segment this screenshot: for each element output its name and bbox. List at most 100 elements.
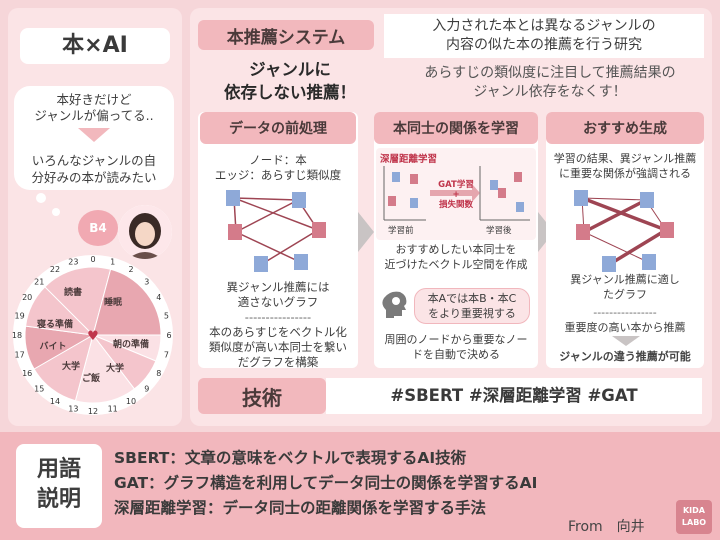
heart-icon: ♥ [87, 329, 99, 344]
thought-dot [52, 208, 60, 216]
clock-number: 22 [50, 265, 60, 274]
catch-desc-line: あらすじの類似度に注目して推薦結果の [424, 65, 676, 81]
before-label: 学習前 [388, 226, 414, 236]
text-line: たグラフ [603, 288, 647, 301]
initial-graph-diagram [226, 190, 326, 272]
thought-bubble: 本Aでは本B・本C をより重要視する [414, 288, 530, 324]
book-icon [388, 172, 524, 212]
preprocess-column [198, 112, 358, 368]
bubble-line: 分好みの本が読みたい [31, 170, 157, 185]
text-line: 本Aでは本B・本C [427, 292, 517, 305]
text-line: おすすめしたい本同士を [395, 243, 517, 256]
text-line: 適さないグラフ [237, 295, 319, 309]
text-line: ノード：本 [249, 153, 307, 167]
chevron-right-icon [358, 212, 374, 252]
description-line: 内容の似た本の推薦を行う研究 [446, 37, 642, 53]
glossary-item: GAT：グラフ構造を利用してデータ同士の関係を学習するAI [114, 474, 538, 492]
schedule-label: バイト [39, 341, 66, 352]
clock-number: 0 [90, 255, 95, 264]
text-line: 用語 [36, 457, 81, 482]
profile-title: 本×AI [20, 28, 170, 64]
clock-number: 21 [34, 277, 44, 286]
clock-number: 8 [156, 369, 161, 378]
catch-desc-line: ジャンル依存をなくす！ [473, 84, 627, 100]
learning-mid-text: おすすめしたい本同士を 近づけたベクトル空間を作成 [374, 243, 538, 272]
metric-learning-label: 深層距離学習 [380, 154, 438, 165]
thought-dot [36, 193, 46, 203]
clock-number: 13 [68, 404, 78, 413]
before-after-plot [383, 166, 530, 221]
schedule-label: 睡眠 [104, 296, 122, 308]
clock-number: 19 [14, 311, 24, 320]
page-title: 本推薦システム [198, 20, 374, 50]
schedule-slice [74, 333, 136, 404]
book-icon [574, 190, 674, 272]
after-label: 学習後 [486, 226, 512, 236]
schedule-label: 寝る準備 [37, 318, 73, 330]
preprocess-top-text: ノード：本 エッジ：あらすじ類似度 [198, 153, 358, 183]
text-line: GAT学習 [438, 180, 474, 190]
lab-logo: KIDA LABO [676, 500, 712, 534]
text-line: 類似度が高い本同士を繋い [209, 340, 347, 354]
separator: ---------------- [593, 306, 657, 319]
learning-bottom-text: 周囲のノードから重要なノー ドを自動で決める [374, 332, 538, 362]
preprocess-bottom-text: 異ジャンル推薦には 適さないグラフ ---------------- 本のあらす… [198, 280, 358, 370]
book-icon [226, 190, 326, 272]
clock-number: 18 [12, 331, 22, 340]
text-line: + [452, 190, 460, 200]
avatar-portrait-icon [118, 205, 172, 259]
description-line: 入力された本とは異なるジャンルの [432, 18, 656, 34]
clock-number: 4 [156, 293, 161, 302]
recommend-result: ジャンルの違う推薦が可能 [559, 350, 691, 363]
tech-tags: #SBERT #深層距離学習 #GAT [326, 378, 702, 414]
text-line: だグラフを構築 [237, 355, 319, 369]
text-line: 周囲のノードから重要なノー [384, 333, 528, 346]
research-description: 入力された本とは異なるジャンルの 内容の似た本の推薦を行う研究 [384, 14, 704, 58]
avatar [118, 205, 172, 259]
clock-number: 3 [144, 277, 149, 286]
author-credit: From 向井 [568, 519, 645, 535]
catch-description: あらすじの類似度に注目して推薦結果の ジャンル依存をなくす！ [392, 64, 708, 102]
catch-line: 依存しない推薦！ [224, 83, 356, 102]
clock-number: 15 [34, 385, 44, 394]
clock-number: 17 [14, 351, 24, 360]
text-line: 異ジャンル推薦には [226, 280, 330, 294]
text-line: 説明 [36, 487, 81, 512]
text-line: 異ジャンル推薦に適し [570, 273, 680, 286]
schedule-slice [25, 286, 95, 336]
text-line: ドを自動で決める [412, 348, 500, 361]
clock-number: 5 [164, 311, 169, 320]
bubble-text: 本好きだけど ジャンルが偏ってる.. [14, 92, 174, 124]
clock-number: 23 [68, 258, 78, 267]
glossary-terms: SBERT：文章の意味をベクトルで表現するAI技術 GAT：グラフ構造を利用して… [114, 446, 674, 521]
text-line: 重要度の高い本から推薦 [564, 321, 686, 334]
grade-badge: B4 [78, 210, 118, 246]
preprocess-title: データの前処理 [200, 112, 356, 144]
text-line: 学習の結果、異ジャンル推薦 [553, 152, 697, 165]
clock-number: 16 [22, 369, 32, 378]
glossary-label: 用語 説明 [16, 444, 102, 528]
catch-line: ジャンルに [249, 60, 331, 79]
glossary-panel [0, 432, 720, 540]
glossary-item: 深層距離学習：データ同士の距離関係を学習する手法 [114, 499, 487, 517]
bubble-text-2: いろんなジャンルの自 分好みの本が読みたい [14, 152, 174, 186]
schedule-label: 大学 [62, 360, 80, 372]
tech-label: 技術 [198, 378, 326, 414]
logo-text: LABO [681, 518, 707, 527]
recommend-top-text: 学習の結果、異ジャンル推薦 に重要な関係が強調される [546, 152, 704, 181]
clock-number: 6 [166, 331, 171, 340]
bubble-line: いろんなジャンルの自 [31, 153, 157, 168]
catch-phrase: ジャンルに 依存しない推薦！ [200, 58, 380, 104]
down-arrow-icon [78, 128, 110, 142]
text-line: 損失関数 [438, 200, 473, 210]
bubble-line: 本好きだけど [56, 92, 132, 107]
recommend-bottom-text: 異ジャンル推薦に適し たグラフ ---------------- 重要度の高い本… [546, 272, 704, 335]
glossary-item: SBERT：文章の意味をベクトルで表現するAI技術 [114, 449, 467, 467]
schedule-slice [92, 268, 162, 336]
clock-number: 2 [128, 265, 133, 274]
text-line: をより重要視する [428, 307, 516, 320]
schedule-label: ご飯 [82, 372, 100, 384]
clock-number: 11 [108, 404, 118, 413]
clock-number: 1 [110, 258, 115, 267]
schedule-slice [44, 266, 112, 336]
